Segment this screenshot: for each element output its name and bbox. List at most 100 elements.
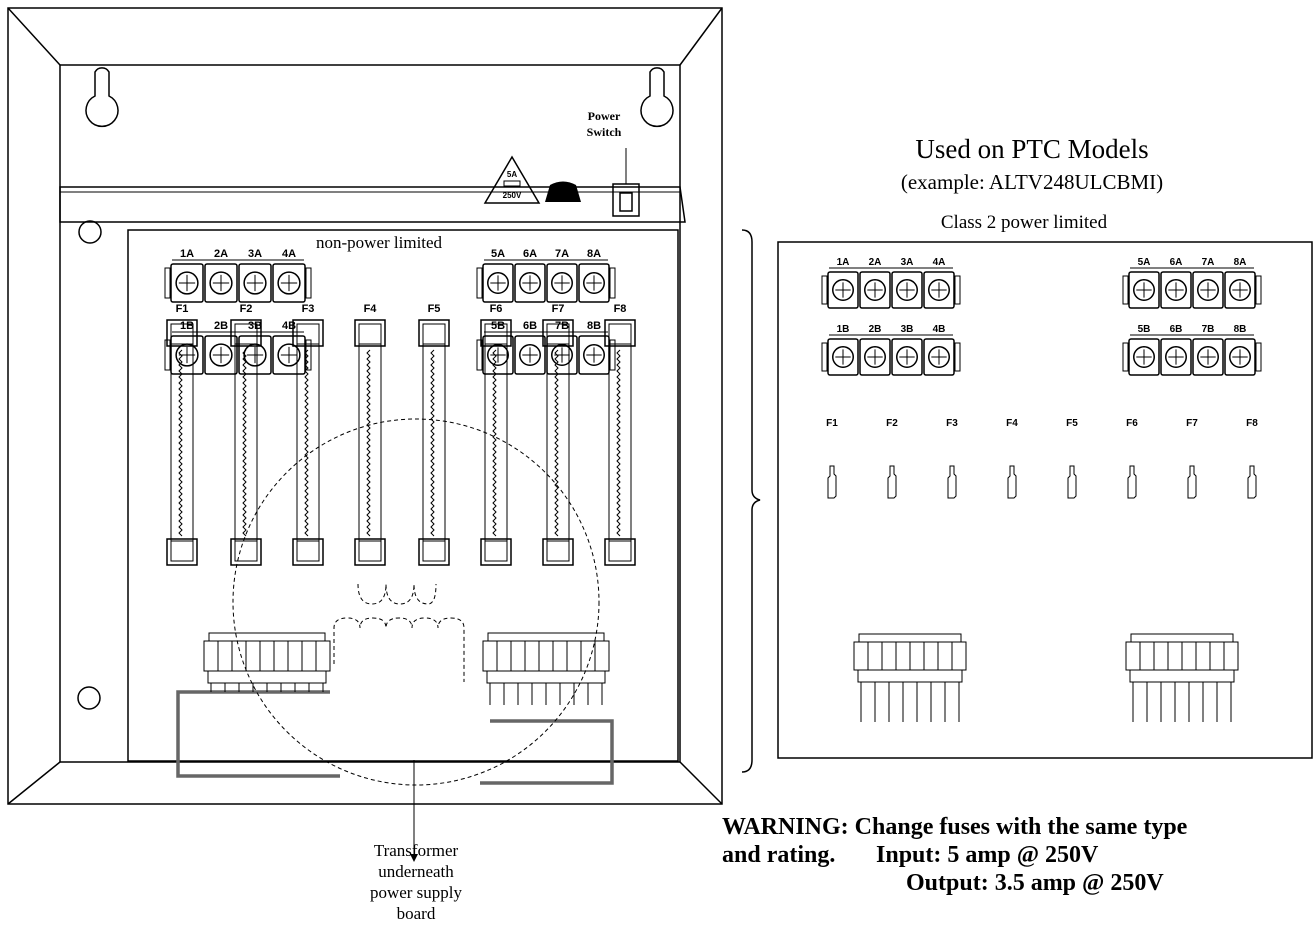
screw-terminal-icon	[1165, 279, 1187, 301]
screw-terminal-icon	[487, 344, 509, 366]
terminal-label: 2A	[214, 248, 228, 260]
transformer-note: Transformer underneath power supply boar…	[370, 841, 463, 923]
fuse-holder[interactable]: F1	[166, 303, 198, 566]
screw-terminal-icon	[928, 346, 950, 368]
terminal-label: 5B	[1138, 324, 1151, 335]
svg-text:Output: 3.5 amp @ 250V: Output: 3.5 amp @ 250V	[906, 870, 1164, 896]
non-power-limited-label: non-power limited	[316, 233, 443, 252]
terminal-label: 2B	[869, 324, 882, 335]
ptc-connectors	[853, 633, 1239, 722]
fuse-label: F4	[364, 303, 378, 315]
terminal-label: 5A	[491, 248, 505, 260]
fuse-label: F2	[240, 303, 253, 315]
fuse-holder[interactable]: F2	[230, 303, 262, 566]
terminal-label: 4B	[282, 320, 296, 332]
screw-terminal-icon	[209, 343, 233, 367]
fuse-label: F3	[302, 303, 315, 315]
screw-terminal-icon	[1229, 279, 1251, 301]
wire-connector	[203, 632, 331, 684]
screw-terminal-icon	[832, 346, 854, 368]
mounting-hole-icon	[77, 686, 101, 710]
screw-terminal-icon	[243, 343, 267, 367]
fuse-holder[interactable]: F8	[604, 303, 636, 566]
terminal-label: 6A	[1170, 257, 1183, 268]
svg-text:Switch: Switch	[587, 125, 622, 139]
fuse-label: F3	[946, 418, 958, 429]
terminal-label: 7B	[555, 320, 569, 332]
enclosure: 5A 250V Power Switch non-power limited	[7, 7, 723, 862]
screw-terminal-icon	[175, 343, 199, 367]
enclosure-connectors	[203, 632, 610, 705]
enclosure-fuses: F1 F2 F3 F4 F5 F6 F7 F8	[166, 303, 636, 566]
screw-terminal-icon	[209, 271, 233, 295]
terminal-label: 4A	[282, 248, 296, 260]
terminal-label: 3A	[901, 257, 914, 268]
terminal-label: 3A	[248, 248, 262, 260]
keyhole-left-icon	[85, 67, 119, 128]
terminal-label: 6B	[1170, 324, 1183, 335]
screw-terminal-icon	[1197, 279, 1219, 301]
screw-terminal-icon	[583, 344, 605, 366]
svg-text:underneath: underneath	[378, 862, 454, 881]
screw-terminal-icon	[864, 279, 886, 301]
fuse-label: F1	[826, 418, 838, 429]
svg-text:5A: 5A	[507, 170, 517, 179]
terminal-label: 6B	[523, 320, 537, 332]
svg-text:250V: 250V	[503, 191, 522, 200]
terminal-label: 4A	[933, 257, 946, 268]
terminal-block: 1A 2A 3A 4A	[164, 248, 312, 303]
fuse-label: F7	[552, 303, 565, 315]
fuse-rating-triangle-icon: 5A 250V	[483, 155, 541, 204]
fuse-holder[interactable]: F7	[542, 303, 574, 566]
mounting-hole-icon	[78, 220, 102, 244]
terminal-label: 1A	[180, 248, 194, 260]
ptc-fuse: F2	[886, 418, 898, 499]
fuse-label: F8	[614, 303, 627, 315]
power-switch[interactable]: Power Switch	[587, 109, 640, 217]
brace-icon	[741, 229, 761, 773]
fuse-holder[interactable]: F4	[354, 303, 386, 566]
svg-text:power supply: power supply	[370, 883, 463, 902]
ptc-fuse: F5	[1066, 418, 1078, 499]
class2-label: Class 2 power limited	[941, 212, 1108, 233]
screw-terminal-icon	[896, 279, 918, 301]
fuse-label: F5	[1066, 418, 1078, 429]
svg-text:Input: 5 amp @ 250V: Input: 5 amp @ 250V	[876, 842, 1099, 868]
fuse-label: F1	[176, 303, 189, 315]
fuse-holder[interactable]: F3	[292, 303, 324, 566]
ptc-fuse: F4	[1006, 418, 1018, 499]
fuse-label: F7	[1186, 418, 1198, 429]
terminal-label: 3B	[901, 324, 914, 335]
fuse-label: F8	[1246, 418, 1258, 429]
svg-text:and rating.: and rating.	[722, 842, 835, 868]
screw-terminal-icon	[277, 343, 301, 367]
warning-text: WARNING: Change fuses with the same type…	[722, 814, 1188, 896]
screw-terminal-icon	[175, 271, 199, 295]
terminal-label: 2A	[869, 257, 882, 268]
ptc-fuse: F3	[946, 418, 958, 499]
terminal-label: 8B	[1234, 324, 1247, 335]
screw-terminal-icon	[1197, 346, 1219, 368]
wire-connector	[853, 633, 967, 722]
ptc-title: Used on PTC Models	[915, 134, 1148, 164]
fuse-label: F5	[428, 303, 441, 315]
screw-terminal-icon	[1133, 346, 1155, 368]
ptc-fuse: F1	[826, 418, 838, 499]
transformer-outline	[232, 418, 600, 786]
terminal-label: 1B	[180, 320, 194, 332]
fuse-holder[interactable]: F5	[418, 303, 450, 566]
fuse-holder[interactable]: F6	[480, 303, 512, 566]
screw-terminal-icon	[519, 272, 541, 294]
terminal-label: 5A	[1138, 257, 1151, 268]
screw-terminal-icon	[928, 279, 950, 301]
screw-terminal-icon	[551, 272, 573, 294]
screw-terminal-icon	[243, 271, 267, 295]
power-supply-board	[127, 229, 679, 762]
screw-terminal-icon	[864, 346, 886, 368]
screw-terminal-icon	[1229, 346, 1251, 368]
